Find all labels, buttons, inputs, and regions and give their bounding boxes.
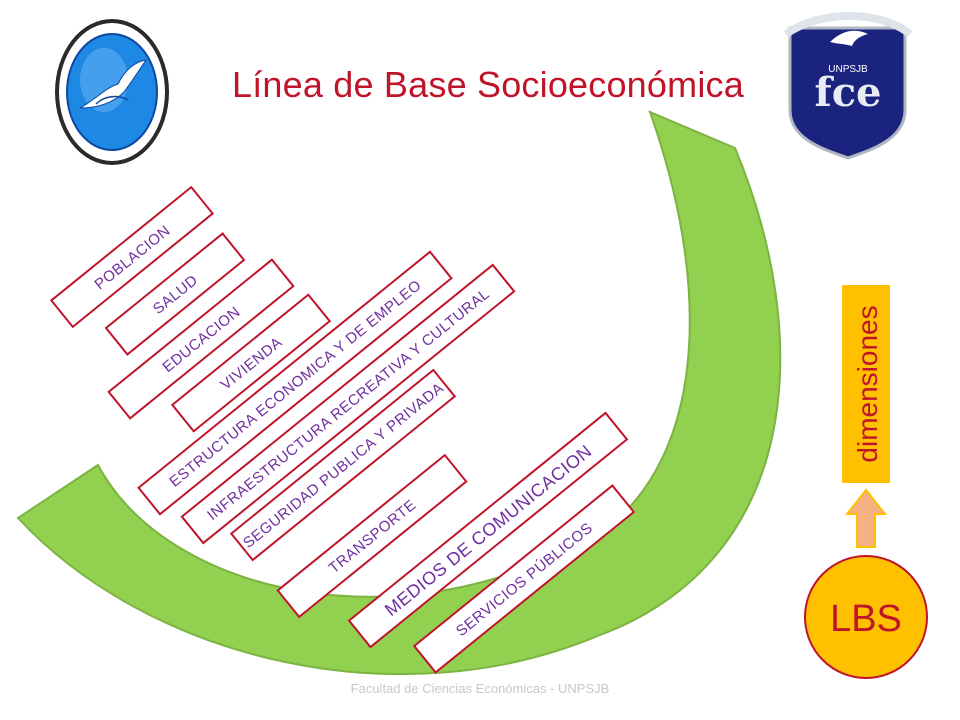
dimensions-label: dimensiones — [852, 305, 883, 462]
unpsjb-logo — [55, 19, 169, 165]
dimension-box-frame — [104, 232, 246, 356]
dimension-box-frame — [180, 263, 516, 545]
fce-mark: fce — [814, 69, 881, 116]
up-arrow-icon — [844, 488, 888, 548]
shield-band — [783, 12, 913, 38]
fce-abbrev: UNPSJB — [828, 64, 868, 75]
dimension-box-frame — [137, 250, 453, 516]
lbs-circle — [804, 555, 928, 679]
dimension-box-frame — [347, 411, 629, 649]
footer-text: Facultad de Ciencias Económicas - UNPSJB — [350, 681, 610, 696]
dimension-label: TRANSPORTE — [326, 496, 420, 577]
dimensions-box — [842, 285, 890, 483]
dimension-box-frame — [229, 368, 457, 562]
albatross-icon — [79, 59, 148, 109]
shield-icon — [788, 26, 907, 160]
dove-icon — [830, 30, 868, 46]
dimension-box-frame — [412, 484, 636, 674]
dimension-box-frame — [49, 185, 215, 329]
dimension-box: SALUD — [104, 232, 246, 356]
lbs-label: LBS — [830, 598, 902, 640]
page-title: Línea de Base Socioeconómica — [232, 64, 744, 105]
dimension-box-frame — [276, 453, 468, 619]
dimension-box-frame — [170, 293, 332, 433]
fce-logo: UNPSJB fce — [783, 12, 913, 160]
dimension-box-frame — [107, 258, 295, 420]
